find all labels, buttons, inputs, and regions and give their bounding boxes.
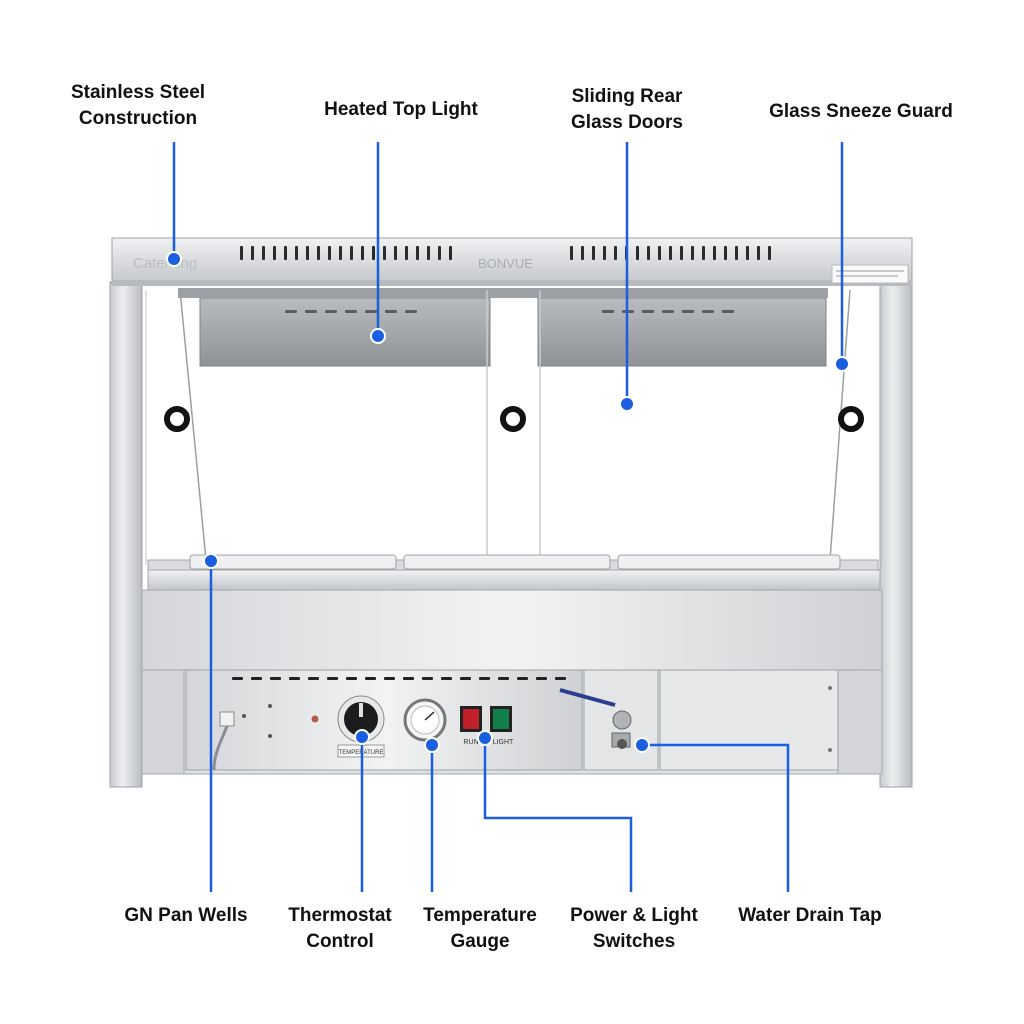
brand-center-mark: BONVUE xyxy=(478,256,533,271)
callout-lines xyxy=(172,142,844,892)
callout-dot-glass-sneeze-guard xyxy=(834,356,850,372)
power-light-switches: RUN LIGHT xyxy=(460,706,514,746)
label-glass-sneeze-guard: Glass Sneeze Guard xyxy=(769,101,953,122)
heated-top-light xyxy=(178,288,828,367)
callout-dot-stainless-steel xyxy=(166,251,182,267)
warning-sticker xyxy=(831,264,909,284)
label-gn-pan-wells: GN Pan Wells xyxy=(124,905,248,926)
callout-dot-gn-pan-wells xyxy=(203,553,219,569)
label-water-drain-tap: Water Drain Tap xyxy=(738,905,882,926)
callout-dot-sliding-rear-glass-doors xyxy=(619,396,635,412)
top-canopy xyxy=(111,237,913,285)
leader-power-light-switches xyxy=(483,738,633,892)
callout-dot-water-drain-tap xyxy=(634,737,650,753)
leader-water-drain-tap xyxy=(642,743,790,892)
brand-left-mark: Caterking xyxy=(133,255,197,272)
left-post xyxy=(109,281,143,788)
callout-dot-heated-top-light xyxy=(370,328,386,344)
sliding-rear-glass-doors xyxy=(486,290,541,580)
right-post xyxy=(879,281,913,788)
callout-dots xyxy=(166,251,850,753)
temperature-gauge xyxy=(403,698,447,742)
main-body xyxy=(141,589,883,671)
bain-marie-unit: Caterking BONVUE xyxy=(109,237,913,788)
water-drain-tap xyxy=(559,688,632,749)
switch-run-label: RUN xyxy=(463,739,478,746)
callout-dot-temperature-gauge xyxy=(424,737,440,753)
callout-dot-power-light-switches xyxy=(477,730,493,746)
glass-door-handles xyxy=(164,406,864,432)
label-heated-top-light: Heated Top Light xyxy=(324,99,478,120)
switch-light-label: LIGHT xyxy=(493,739,514,746)
callout-dot-thermostat-control xyxy=(354,729,370,745)
right-access-panel xyxy=(659,669,839,771)
power-cord xyxy=(212,711,235,771)
gn-pan-wells xyxy=(147,554,881,591)
top-vents-left xyxy=(240,246,452,260)
